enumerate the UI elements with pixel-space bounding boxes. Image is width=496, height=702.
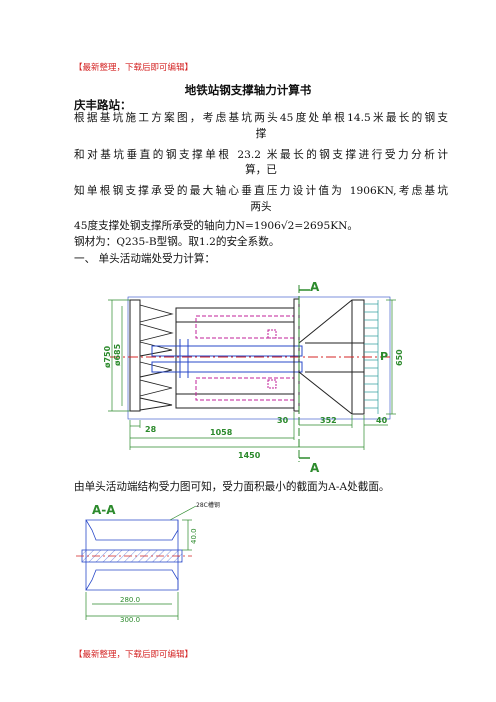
main-body	[175, 307, 295, 409]
channel-dashed-top	[195, 315, 295, 339]
channel-dashed-bottom	[195, 377, 295, 401]
body-line: 撑	[255, 128, 267, 140]
section-mark-top: A	[310, 280, 320, 294]
dim-1450: 1450	[238, 451, 261, 460]
header-note-bottom: 【最新整理，下载后即可编辑】	[74, 650, 194, 660]
section-conclusion: 由单头活动端结构受力图可知，受力面积最小的截面为A-A处截面。	[74, 481, 390, 493]
stiffener-ribs	[139, 304, 174, 411]
dim-30: 30	[277, 416, 289, 425]
station-subtitle: 庆丰路站：	[74, 98, 132, 112]
body-line: 根据基坑施工方案图，考虑基坑两头45度处单根14.5米最长的钢支	[74, 112, 448, 124]
dim-40: 40	[376, 416, 388, 425]
outline-frame	[127, 296, 391, 420]
section-heading: 一、 单头活动端处受力计算：	[74, 253, 216, 265]
bearing-plate	[293, 298, 300, 412]
end-plate	[129, 299, 141, 412]
dim-28: 28	[145, 425, 157, 434]
header-note-top: 【最新整理，下载后即可编辑】	[74, 63, 194, 73]
section-mark-bottom: A	[310, 461, 320, 475]
load-label: P	[380, 350, 388, 363]
body-line: 和对基坑垂直的钢支撑单根 23.2 米最长的钢支撑进行受力分析计	[74, 149, 448, 161]
dim-352: 352	[320, 416, 337, 425]
document-title: 地铁站钢支撑轴力计算书	[184, 83, 312, 97]
dim-685: ø685	[113, 343, 122, 366]
body-line: 45度支撑处钢支撑所承受的轴向力N=1906√2=2695KN。	[74, 220, 359, 232]
body-line: 知单根钢支撑承受的最大轴心垂直压力设计值为 1906KN,考虑基坑	[74, 185, 448, 197]
body-line: 算，已	[245, 164, 277, 176]
dim-750: ø750	[103, 345, 112, 368]
dim-1058: 1058	[210, 428, 233, 437]
material-line: 钢材为：Q235-B型钢。取1.2的安全系数。	[74, 236, 280, 248]
dim-650: 650	[395, 349, 404, 366]
body-line: 两头	[250, 201, 272, 213]
inner-rod	[151, 345, 303, 357]
load-arrows	[364, 300, 379, 414]
